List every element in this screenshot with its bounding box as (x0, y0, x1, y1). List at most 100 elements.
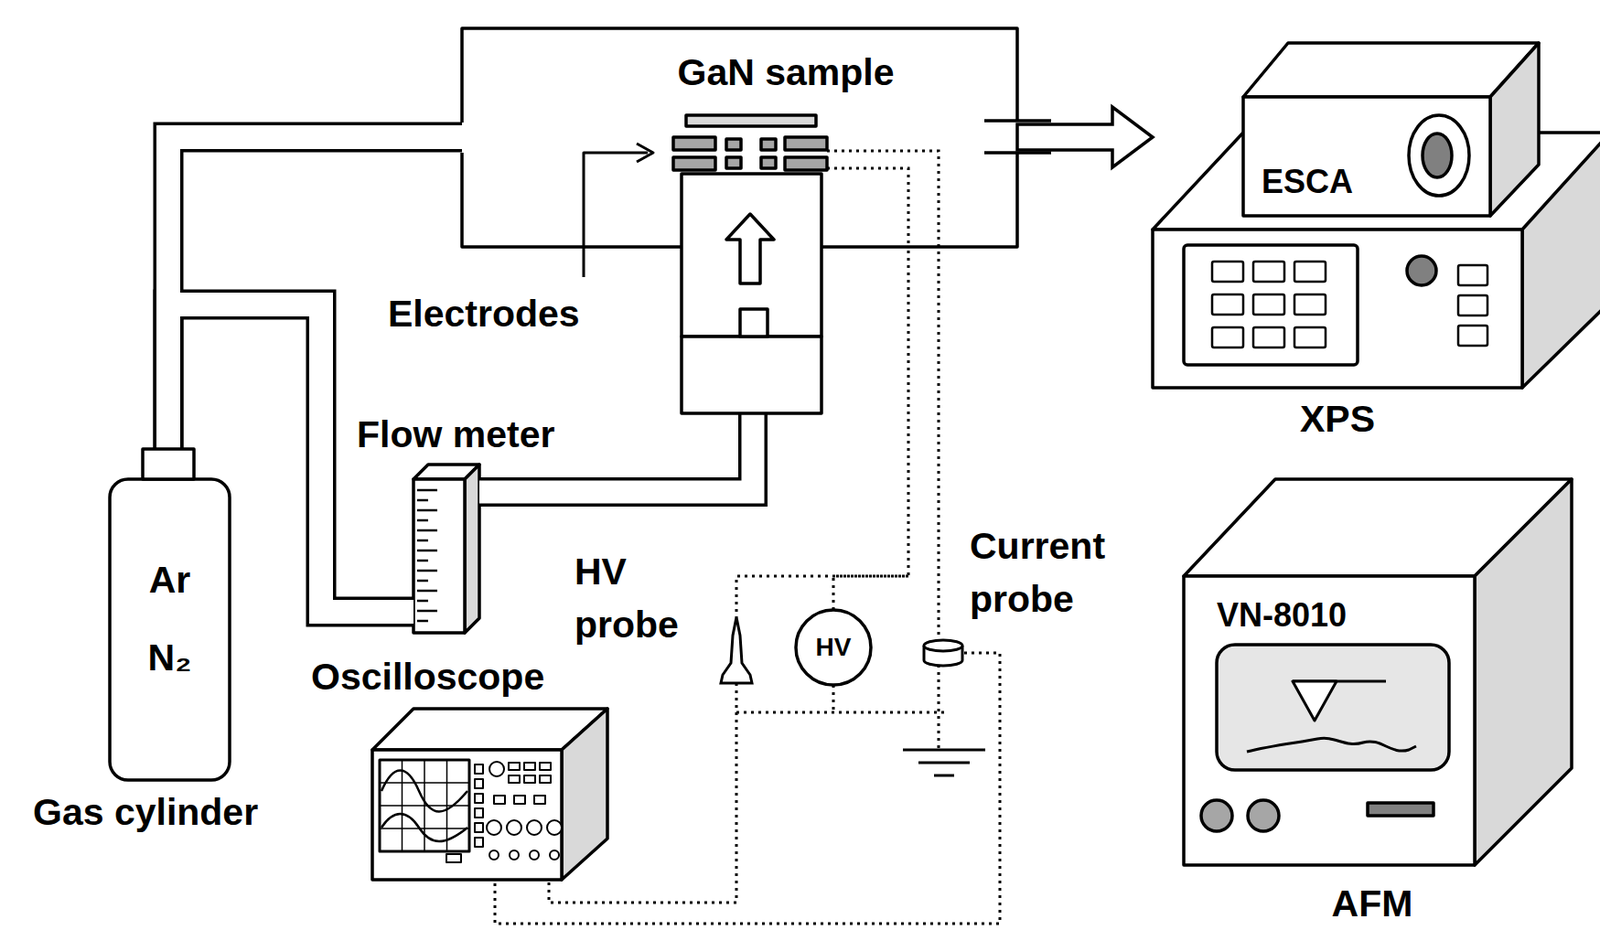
unit-label: ESCA (1261, 162, 1399, 202)
scope-slot (446, 854, 462, 863)
scope-button (524, 762, 536, 771)
electrode-plate (673, 157, 716, 171)
gas-name: Ar (109, 558, 230, 602)
signal-wire (494, 653, 1000, 924)
hv-source-circle (795, 610, 871, 686)
scope-side (561, 708, 608, 881)
scale-tick (417, 620, 429, 623)
panel-button (1458, 325, 1488, 346)
meter-label: Flow meter (356, 413, 595, 456)
xps-keys (1212, 261, 1326, 348)
scope-grid (379, 760, 470, 852)
scope-knob (529, 850, 539, 860)
scope-button (474, 837, 484, 848)
scale-tick (417, 529, 438, 533)
scope-knob (486, 820, 502, 836)
scope-knob (526, 820, 542, 836)
electrode-plate (784, 137, 827, 151)
cylinder-label: Gas cylinder (32, 791, 335, 834)
xps-keypad (1183, 245, 1358, 366)
scope-trace (381, 771, 468, 813)
electrode-cell (761, 157, 776, 169)
wire-line (833, 246, 909, 611)
electrode-cell (726, 139, 741, 151)
ground-symbol (902, 749, 986, 752)
scope-button (474, 779, 484, 789)
scope-knob (549, 850, 559, 860)
leader-arrow (583, 152, 648, 278)
signal-wire (833, 246, 909, 611)
key (1212, 294, 1244, 315)
afm-profile (1246, 738, 1417, 752)
xps-front (1152, 229, 1523, 388)
scope-button (534, 795, 546, 805)
grid-line (446, 760, 449, 852)
instrument-label: XPS (1152, 397, 1523, 441)
flow-meter-side (464, 464, 480, 634)
transfer-arrow (1017, 107, 1153, 168)
signal-wire (832, 685, 836, 713)
gas-nozzle (740, 309, 768, 337)
oscilloscope: Oscilloscope (372, 708, 608, 881)
flow-meter-scale (417, 490, 438, 622)
scope-button (524, 775, 536, 784)
afm-front (1183, 576, 1475, 866)
scope-button (474, 808, 484, 818)
electrode-plate (784, 157, 827, 171)
scope-button (508, 775, 520, 784)
instrument-label: AFM (1280, 882, 1464, 925)
gas-cylinder-body (109, 479, 230, 781)
scope-button (474, 823, 484, 833)
key (1294, 261, 1326, 282)
scope-button (493, 795, 505, 805)
callout-label: Current probe (969, 519, 1153, 626)
scope-knob (489, 850, 499, 860)
leader-arrowhead (636, 143, 654, 162)
esca-side (1490, 42, 1539, 216)
gas-cylinder: ArN₂Gas cylinder (109, 479, 230, 781)
scope-label: Oscilloscope (311, 655, 568, 698)
xps-knob (1406, 256, 1437, 286)
sample-label: GaN sample (602, 51, 969, 94)
scope-button (514, 795, 526, 805)
scope-trace (381, 814, 468, 842)
afm-screen (1216, 644, 1450, 771)
esca-unit: ESCA (1243, 96, 1491, 216)
key (1212, 261, 1244, 282)
port-flange (984, 118, 1052, 123)
scale-tick (417, 600, 429, 603)
chamber-box: GaN sample (461, 28, 1018, 247)
key (1294, 327, 1326, 348)
afm-knob (1247, 800, 1279, 832)
signal-wire (736, 711, 945, 715)
key (1253, 294, 1285, 315)
esca-front (1243, 96, 1491, 216)
scope-knob (509, 850, 519, 860)
scale-tick (417, 499, 429, 503)
key (1212, 327, 1244, 348)
signal-wire (736, 576, 909, 618)
scope-front (372, 750, 562, 881)
scale-tick (417, 610, 438, 613)
current-probe-symbol (923, 640, 963, 652)
electrode-plate (673, 137, 716, 151)
scope-button (539, 775, 551, 784)
hv-source: HV (795, 610, 871, 686)
afm-slot (1367, 803, 1434, 817)
afm-instrument: VN-8010AFM (1183, 479, 1572, 866)
scale-tick (417, 489, 438, 493)
key (1294, 294, 1326, 315)
pipe-bore (168, 304, 414, 613)
esca-top (1243, 42, 1539, 97)
gas-pipe (168, 304, 414, 613)
gas-name: N₂ (109, 636, 230, 679)
scope-knob (506, 820, 522, 836)
scale-tick (417, 549, 438, 553)
scale-tick (417, 539, 429, 543)
signal-wire (826, 150, 939, 641)
afm-knob (1201, 800, 1233, 832)
signal-wire (826, 168, 909, 247)
afm-side (1474, 479, 1572, 866)
